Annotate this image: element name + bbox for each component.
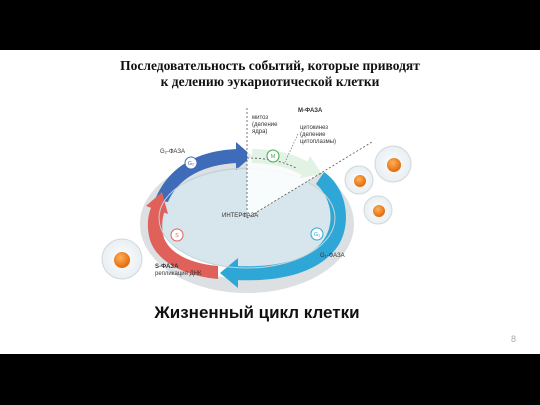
s-phase-label: S-ФАЗА — [155, 264, 179, 270]
slide: Последовательность событий, которые прив… — [0, 50, 540, 354]
cell-dividing-large — [374, 145, 412, 183]
mitosis-line-1: митоз — [252, 115, 268, 121]
g2-phase-label: G₂-ФАЗА — [160, 149, 185, 155]
g2-badge: G₂ — [184, 156, 198, 170]
page-number: 8 — [510, 334, 516, 344]
cell-interphase — [101, 238, 143, 280]
g1-arrowhead — [220, 258, 238, 288]
cell-dividing-small — [344, 165, 374, 195]
m-phase-wedge — [247, 106, 372, 218]
g2-arrowhead — [236, 142, 252, 170]
interphase-label: ИНТЕРФАЗА — [222, 213, 258, 219]
cell-daughter — [363, 195, 393, 225]
mitosis-line-2: (деление — [252, 122, 278, 128]
slide-caption: Жизненный цикл клетки — [154, 303, 360, 322]
g1-arc — [235, 172, 346, 281]
slide-title: Последовательность событий, которые прив… — [90, 58, 450, 90]
cytokinesis-line-2: (деление — [300, 132, 326, 138]
title-line-1: Последовательность событий, которые прив… — [120, 58, 420, 73]
s-arrowhead — [146, 192, 168, 214]
m-phase-label: М-ФАЗА — [298, 108, 323, 114]
mitosis-line-3: ядра) — [252, 129, 267, 135]
title-line-2: к делению эукариотической клетки — [160, 74, 380, 89]
s-arc — [147, 204, 218, 279]
cell-cycle-diagram: ИНТЕРФАЗА М-ФАЗА митоз (деление ядра) ци… — [101, 106, 412, 293]
s-phase-sub-label: репликация ДНК — [155, 271, 202, 277]
svg-text:G₂: G₂ — [188, 161, 194, 167]
g1-phase-label: G₁-ФАЗА — [320, 253, 345, 259]
cytokinesis-line-1: цитокинез — [300, 125, 328, 131]
svg-text:G₁: G₁ — [314, 232, 320, 238]
svg-text:S: S — [175, 233, 179, 239]
s-badge: S — [170, 228, 184, 242]
cytokinesis-line-3: цитоплазмы) — [300, 139, 336, 145]
g1-badge: G₁ — [310, 227, 324, 241]
m-badge: M — [266, 149, 280, 163]
svg-text:M: M — [271, 154, 276, 160]
